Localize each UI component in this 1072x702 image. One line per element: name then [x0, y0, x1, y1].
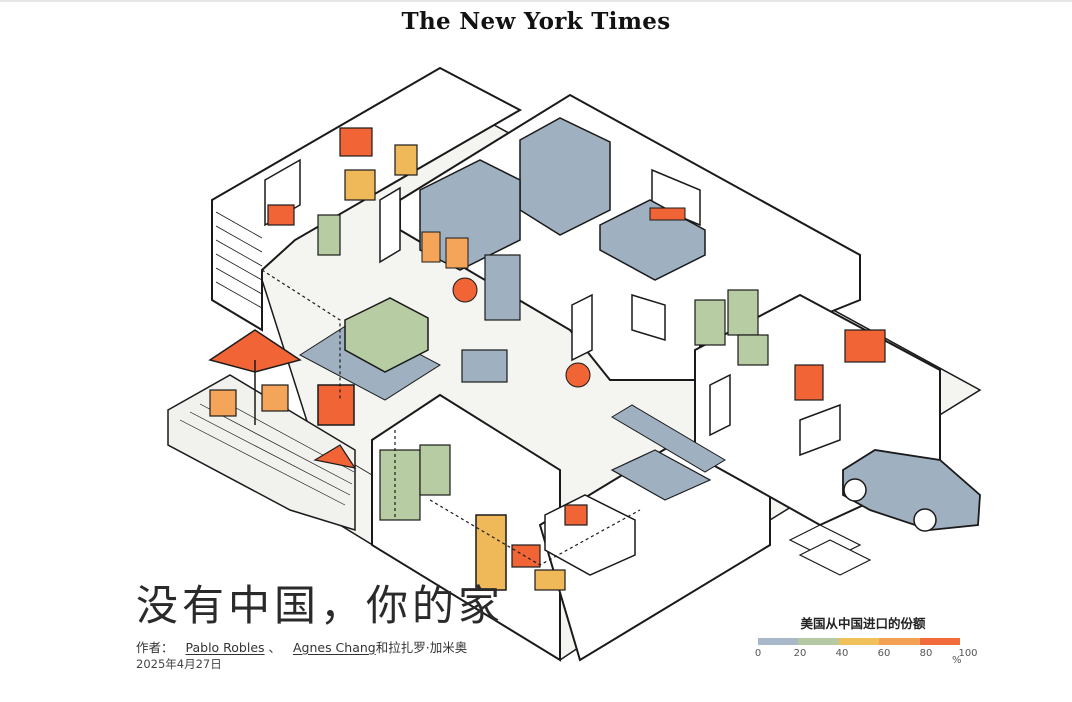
legend-swatch-60-80 [879, 638, 920, 645]
bath-vanity [344, 169, 376, 201]
garage-box [844, 329, 886, 363]
legend-tick: 100 [958, 648, 978, 659]
byline: 作者： Pablo Robles 、 Agnes Chang和拉扎罗·加米奥 [136, 637, 467, 656]
legend-tick: 40 [835, 648, 849, 659]
patio-umbrella [208, 329, 302, 373]
dining-table [610, 449, 712, 501]
stove [534, 569, 566, 591]
doors [379, 186, 731, 437]
office-chair [317, 214, 341, 256]
author-link-pablo-robles[interactable]: Pablo Robles [185, 640, 265, 655]
import-share-legend: 美国从中国进口的份额 0 20 40 60 80 100 [754, 613, 978, 662]
washer [694, 299, 726, 346]
garage-bins [737, 334, 769, 366]
storage-box-green [419, 444, 451, 496]
legend-swatch-40-60 [838, 638, 880, 645]
wall-siding [215, 211, 373, 476]
legend-swatch-0-20 [758, 638, 799, 645]
legend-tick: 0 [754, 648, 762, 659]
office-lamp-art [267, 204, 295, 226]
masthead-logo-link[interactable]: The New York Times [401, 8, 671, 35]
author-separator: 、 [268, 640, 282, 655]
car-wheel-front [913, 508, 937, 532]
storage-shelf [379, 449, 421, 521]
legend-ticks: 0 20 40 60 80 100 [754, 648, 978, 662]
bookshelf [484, 254, 521, 321]
author-link-agnes-chang[interactable]: Agnes Chang [292, 640, 376, 655]
plant-hall [565, 362, 591, 388]
closet-unit [419, 159, 521, 271]
publish-date: 2025年4月27日 [136, 657, 222, 671]
sofa [344, 297, 429, 373]
dryer [727, 289, 759, 336]
coauthor-suffix: 和拉扎罗·加米奥 [375, 640, 468, 655]
legend-title: 美国从中国进口的份额 [800, 616, 926, 631]
byline-label: 作者： [136, 640, 174, 655]
hall-runner [611, 404, 726, 473]
wardrobe [519, 117, 611, 236]
car-wheel-rear [843, 478, 867, 502]
television [461, 349, 508, 383]
legend-tick: 60 [877, 648, 891, 659]
nyt-masthead[interactable]: The New York Times [0, 8, 1072, 35]
legend-swatch-80-100 [919, 638, 961, 645]
bathroom-mirror [339, 127, 373, 157]
legend-tick: 80 [919, 648, 933, 659]
top-divider [0, 0, 1072, 2]
article-title: 没有中国，你的家 [136, 581, 505, 630]
dashed-outline [261, 269, 641, 566]
small-umbrella [313, 444, 357, 469]
toilet [394, 144, 418, 176]
island-appliance [564, 504, 588, 526]
front-steps [788, 524, 872, 576]
legend-unit: % [952, 655, 962, 666]
microwave [511, 544, 541, 568]
bed-pillows [649, 207, 686, 221]
patio-chair-left [209, 389, 237, 417]
wall-art-2 [445, 237, 469, 269]
plant-living [452, 277, 478, 303]
wall-art-1 [421, 231, 441, 263]
refrigerator [475, 514, 507, 591]
legend-tick: 20 [793, 648, 807, 659]
grill [317, 384, 355, 426]
legend-swatch-20-40 [798, 638, 839, 645]
patio-chair-right [261, 384, 289, 412]
legend-color-bar [758, 638, 961, 645]
stroller [794, 364, 824, 401]
